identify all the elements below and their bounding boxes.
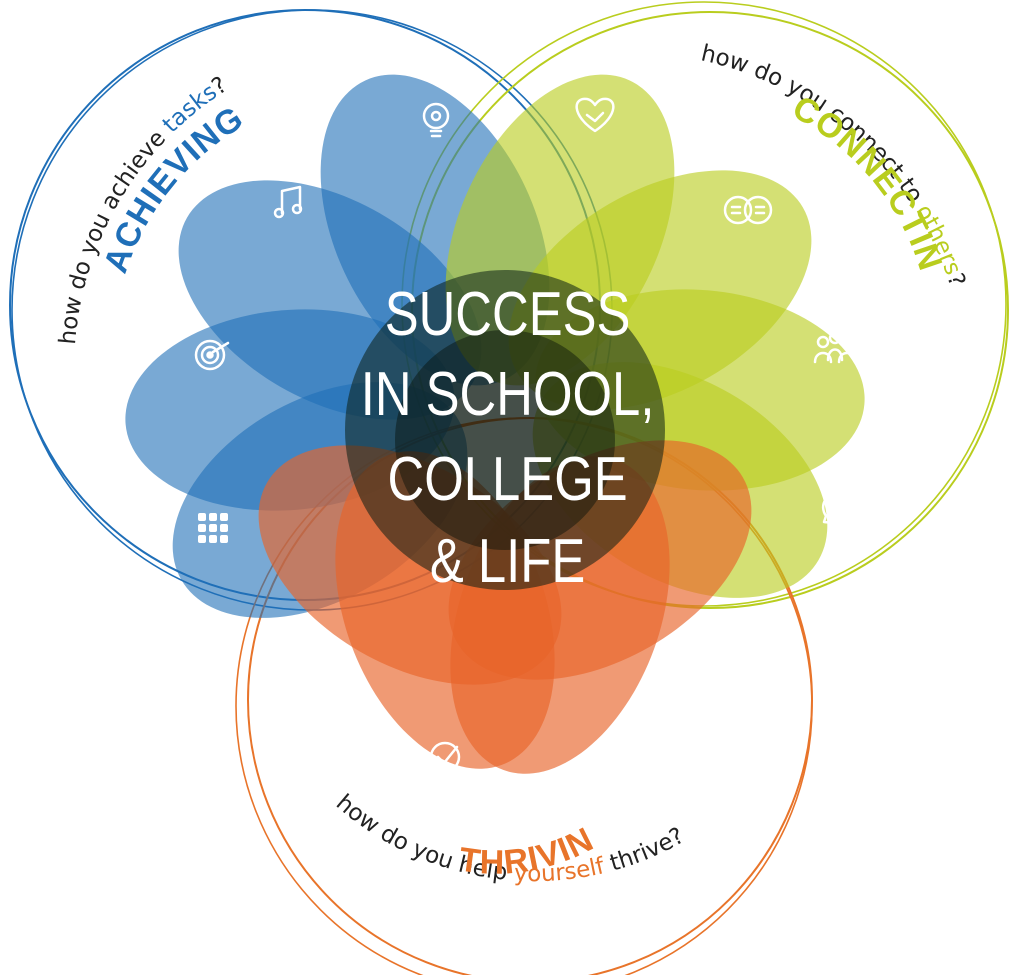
sun-icon (737, 637, 777, 677)
lightbulb-icon (422, 102, 450, 138)
icons (194, 97, 857, 773)
music-note-icon (273, 185, 303, 219)
grid-icon (198, 513, 228, 543)
center-overlap (345, 270, 665, 590)
check-circle-icon (429, 741, 461, 773)
title-line-4: & LIFE (430, 527, 585, 596)
title-line-2: IN SCHOOL, (361, 360, 655, 429)
center-title: SUCCESS IN SCHOOL, COLLEGE & LIFE (361, 280, 655, 596)
chat-bubbles-icon (723, 195, 773, 225)
heart-handshake-icon (575, 97, 615, 133)
target-icon (194, 339, 230, 371)
gauge-icon (601, 726, 633, 758)
eye-search-icon (280, 652, 314, 689)
people-icon (813, 331, 857, 364)
title-line-3: COLLEGE (388, 445, 628, 514)
heart-chat-icon (821, 492, 853, 524)
title-line-1: SUCCESS (385, 280, 631, 349)
